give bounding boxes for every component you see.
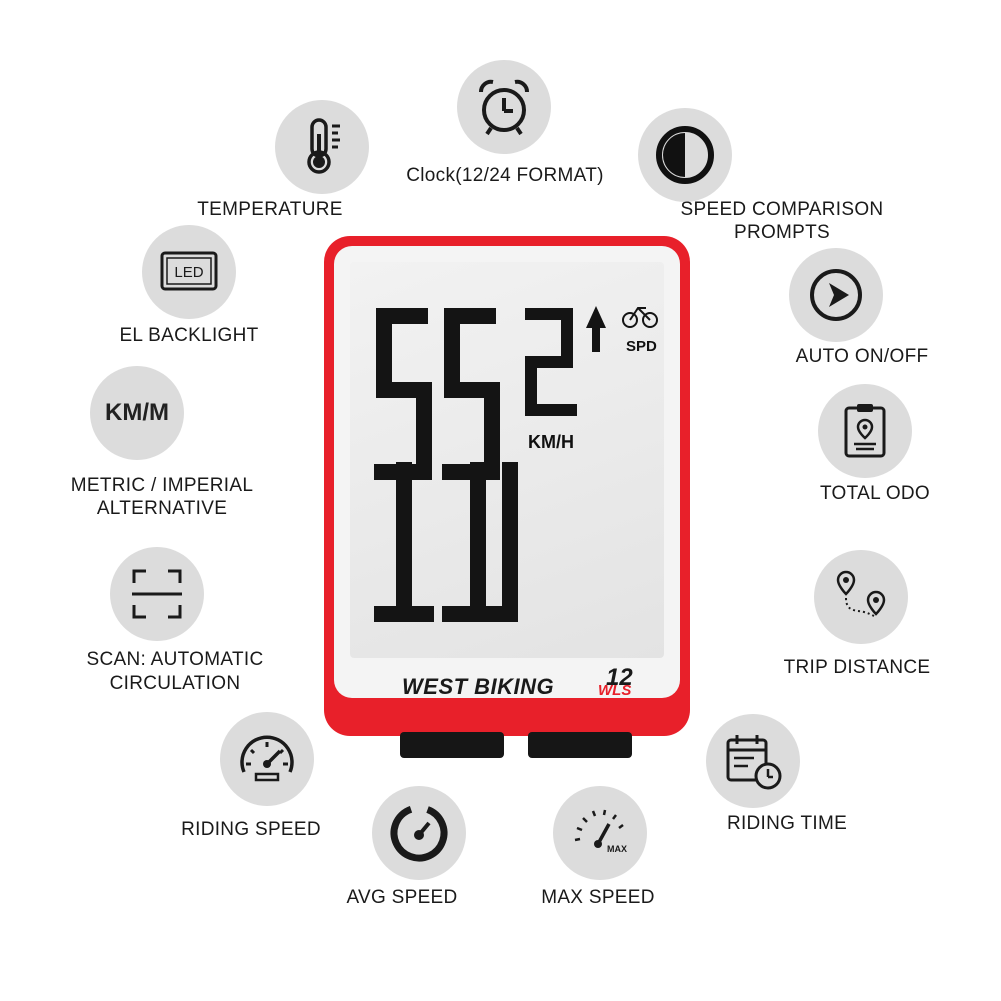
left-button[interactable] [400, 732, 504, 758]
clipboard-location-icon [818, 384, 912, 478]
calendar-clock-icon [706, 714, 800, 808]
scan-label-line1: SCAN: AUTOMATIC [86, 649, 264, 670]
bike-icon [622, 307, 658, 328]
speed-unit: KM/H [528, 432, 574, 452]
max-gauge-icon: MAX [553, 786, 647, 880]
gauge-ring-icon [372, 786, 466, 880]
scan-label-line2: CIRCULATION [109, 673, 241, 694]
scan-frame-icon [110, 547, 204, 641]
model-number: 12 [606, 664, 633, 691]
route-pins-icon [814, 550, 908, 644]
el-backlight-label: EL BACKLIGHT [119, 325, 259, 346]
metric-imperial-label-line1: METRIC / IMPERIAL [70, 475, 254, 496]
riding-time-label: RIDING TIME [726, 813, 848, 834]
temperature-label: TEMPERATURE [197, 199, 343, 220]
thermometer-icon [275, 100, 369, 194]
alarm-clock-icon [457, 60, 551, 154]
led-icon-text: LED [174, 264, 203, 281]
brand-name: WEST BIKING [402, 674, 555, 699]
auto-on-off-label: AUTO ON/OFF [795, 346, 929, 367]
max-icon-text: MAX [607, 844, 627, 854]
cycle-computer: KM/H SPD WEST BIKING 12 WLS [324, 236, 690, 758]
clock-label: Clock(12/24 FORMAT) [406, 165, 604, 186]
total-odo-label: TOTAL ODO [819, 483, 931, 504]
max-speed-label: MAX SPEED [541, 887, 655, 908]
device-face: KM/H SPD WEST BIKING 12 WLS [334, 246, 680, 699]
model-suffix: WLS [598, 682, 632, 699]
lcd-screen: KM/H SPD [350, 262, 664, 658]
speed-comparison-label-line1: SPEED COMPARISON [680, 199, 884, 220]
speed-digits [374, 306, 658, 622]
avg-speed-label: AVG SPEED [346, 887, 458, 908]
right-button[interactable] [528, 732, 632, 758]
trip-distance-label: TRIP DISTANCE [783, 657, 931, 678]
speedometer-icon [220, 712, 314, 806]
speed-comparison-label-line2: PROMPTS [733, 222, 831, 243]
km-m-icon-text: KM/M [105, 399, 169, 426]
mode-indicator: SPD [626, 338, 657, 355]
riding-speed-label: RIDING SPEED [181, 819, 321, 840]
led-screen-icon: LED [142, 225, 236, 319]
km-m-icon: KM/M [90, 366, 184, 460]
metric-imperial-label-line2: ALTERNATIVE [96, 498, 228, 519]
brand-bar: WEST BIKING 12 WLS [344, 662, 690, 708]
play-arrow-icon [789, 248, 883, 342]
half-circle-icon [638, 108, 732, 202]
